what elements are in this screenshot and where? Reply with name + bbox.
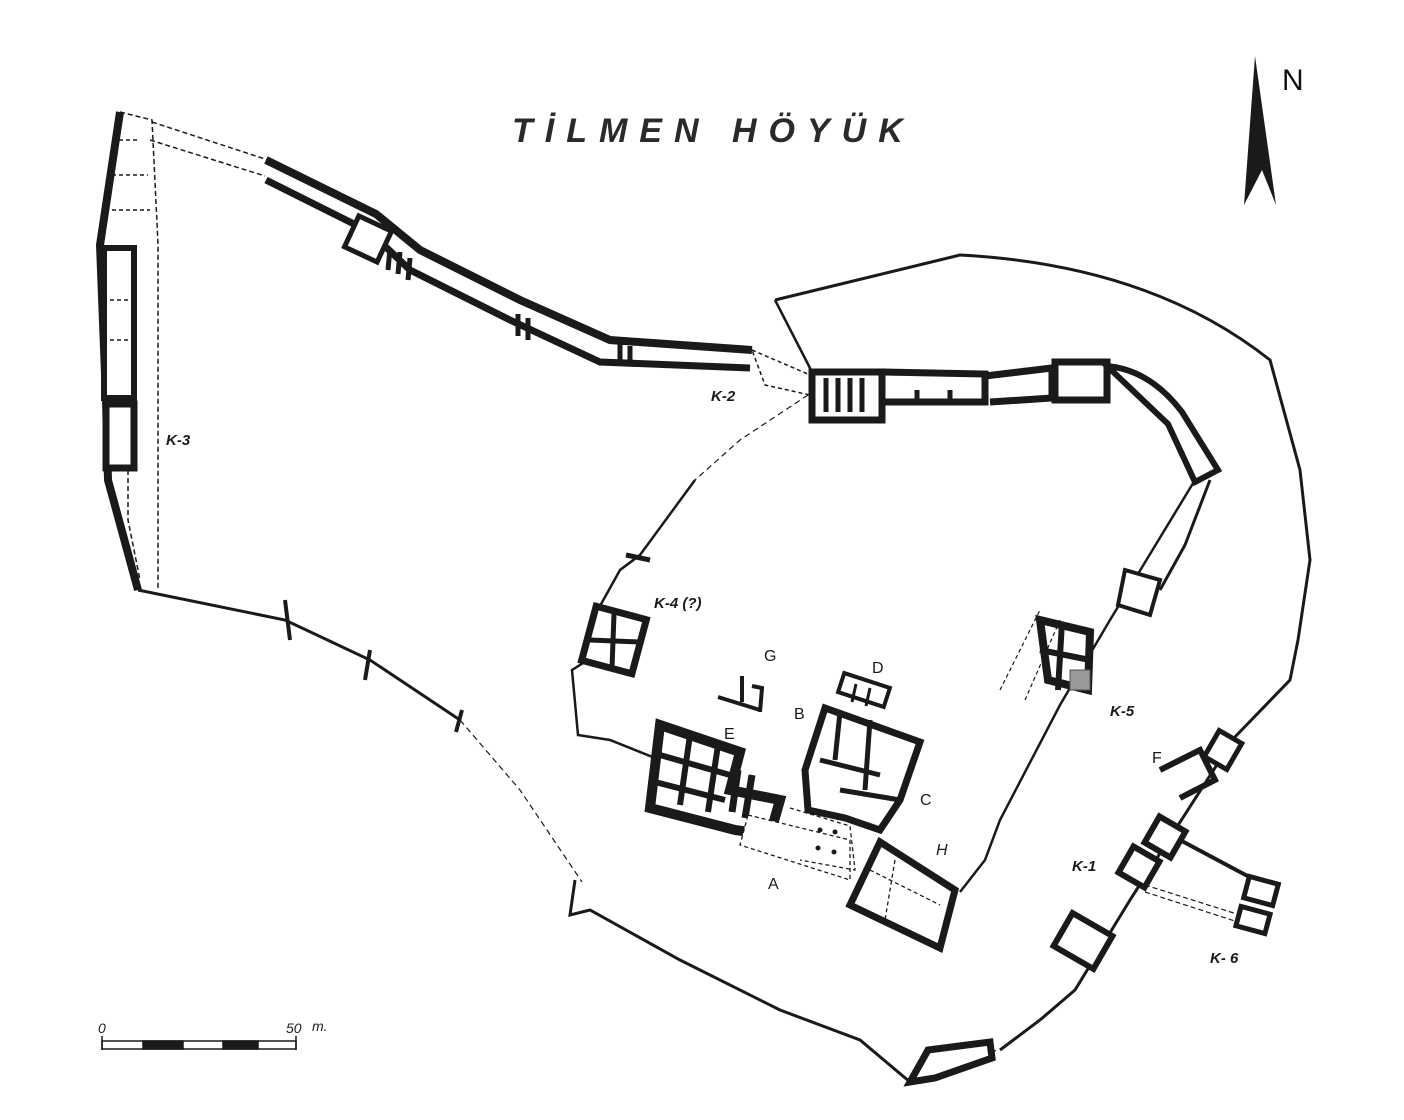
north-arrow-icon (1244, 56, 1276, 205)
scale-bar (101, 1036, 297, 1050)
gate-k5 (999, 567, 1163, 701)
label-c: C (920, 792, 932, 809)
building-h-area (845, 836, 960, 953)
label-f: F (1152, 750, 1162, 767)
north-label: N (1282, 64, 1304, 97)
label-k6: K- 6 (1210, 950, 1239, 967)
label-k2: K-2 (711, 388, 736, 405)
scale-end-label: 50 (286, 1020, 302, 1036)
building-g (717, 676, 765, 713)
label-b: B (794, 706, 805, 723)
label-h: H (936, 842, 948, 859)
building-a (739, 807, 856, 881)
scale-start-label: 0 (98, 1020, 106, 1036)
label-k1: K-1 (1072, 858, 1097, 875)
label-d: D (872, 660, 884, 677)
citadel-wall (570, 394, 1197, 893)
wall-k2 (149, 121, 811, 396)
outwork-k6 (1144, 873, 1282, 937)
wall-north-east (808, 358, 1223, 591)
scale-unit-label: m. (312, 1018, 328, 1034)
label-a: A (768, 876, 779, 893)
label-k3: K-3 (166, 432, 191, 449)
label-e: E (724, 726, 735, 743)
building-e (644, 718, 787, 841)
label-k4: K-4 (?) (654, 595, 702, 612)
wall-k3 (95, 111, 159, 592)
map-title: TİLMEN HÖYÜK (512, 112, 915, 150)
building-d (835, 670, 893, 710)
gate-k1 (1049, 727, 1256, 974)
building-b-c (801, 703, 925, 835)
wall-south-west (137, 588, 996, 1087)
wall-outer-east (773, 253, 1312, 1061)
label-k5: K-5 (1110, 703, 1135, 720)
label-g: G (764, 648, 777, 665)
